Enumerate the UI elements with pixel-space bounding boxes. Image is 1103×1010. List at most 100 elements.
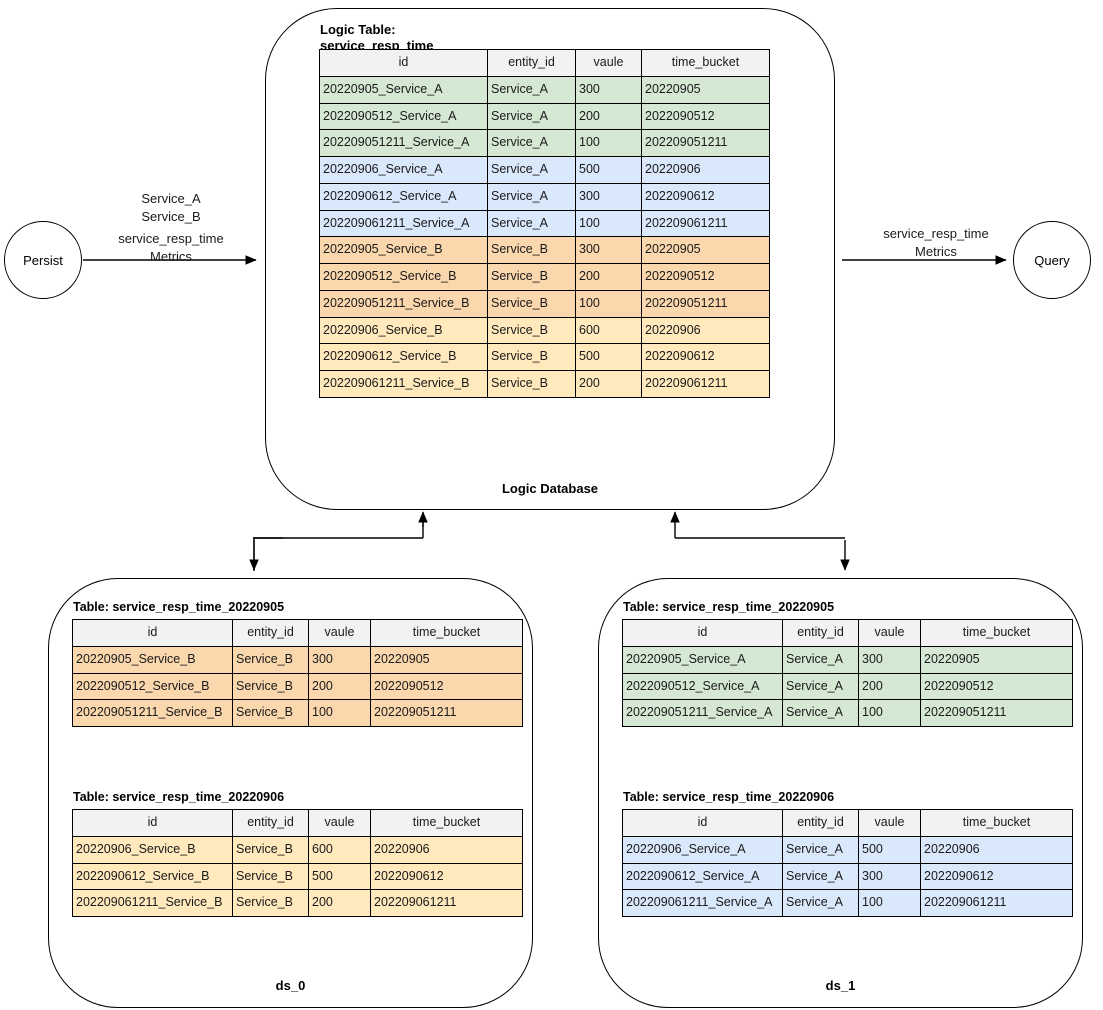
cell-entity-id: Service_B [487,236,576,264]
col-header-id: id [319,49,488,77]
cell-id: 202209051211_Service_B [72,699,233,727]
cell-id: 2022090612_Service_B [72,862,233,891]
cell-vaule: 200 [575,370,642,398]
cell-time-bucket: 2022090612 [370,862,523,891]
cell-vaule: 300 [308,645,371,674]
cell-entity-id: Service_B [232,889,309,917]
cell-time-bucket: 2022090612 [641,182,770,211]
cell-entity-id: Service_A [487,102,576,131]
query-metric-label: service_resp_time Metrics [883,226,989,259]
cell-id: 202209061211_Service_A [622,889,783,917]
cell-entity-id: Service_A [782,672,859,701]
cell-entity-id: Service_A [487,182,576,211]
ds0-table-20220906: id entity_id vaule time_bucket 20220906_… [72,809,523,917]
cell-time-bucket: 20220905 [641,75,770,104]
logic-table-wrapper: id entity_id vaule time_bucket 20220905_… [319,49,770,398]
col-header-time-bucket: time_bucket [920,809,1073,837]
cell-vaule: 500 [858,835,921,864]
col-header-entity-id: entity_id [487,49,576,77]
cell-time-bucket: 20220905 [370,645,523,674]
cell-time-bucket: 2022090612 [641,343,770,371]
col-header-id: id [622,619,783,647]
cell-vaule: 200 [858,672,921,701]
cell-time-bucket: 2022090512 [370,672,523,701]
persist-node[interactable]: Persist [4,221,82,299]
cell-entity-id: Service_B [232,862,309,891]
persist-metric-label: service_resp_time Metrics [118,231,224,264]
cell-vaule: 300 [858,645,921,674]
cell-entity-id: Service_A [487,156,576,184]
cell-entity-id: Service_B [487,370,576,398]
cell-entity-id: Service_B [487,343,576,371]
cell-time-bucket: 20220906 [920,835,1073,864]
col-header-time-bucket: time_bucket [370,619,523,647]
cell-time-bucket: 202209051211 [641,289,770,318]
cell-vaule: 200 [575,263,642,291]
cell-id: 20220905_Service_B [72,645,233,674]
ds1-table-20220906: id entity_id vaule time_bucket 20220906_… [622,809,1073,917]
cell-entity-id: Service_B [487,263,576,291]
cell-id: 2022090612_Service_B [319,343,488,371]
logic-database-caption: Logic Database [501,481,599,496]
ds1-table1-wrapper: id entity_id vaule time_bucket 20220906_… [622,809,1073,917]
cell-id: 20220905_Service_B [319,236,488,264]
cell-time-bucket: 20220905 [920,645,1073,674]
ds0-table1-wrapper: id entity_id vaule time_bucket 20220906_… [72,809,523,917]
datasource-ds0-container: Table: service_resp_time_20220905 id ent… [48,578,533,1008]
cell-id: 2022090512_Service_B [319,263,488,291]
cell-vaule: 300 [575,236,642,264]
cell-id: 2022090612_Service_A [319,182,488,211]
persist-entities-label: Service_A Service_B [141,191,201,224]
cell-vaule: 100 [308,699,371,727]
cell-entity-id: Service_B [232,699,309,727]
ds0-table-20220905: id entity_id vaule time_bucket 20220905_… [72,619,523,727]
col-header-time-bucket: time_bucket [641,49,770,77]
edge-logicdb-to-ds0 [249,511,428,571]
cell-time-bucket: 202209051211 [641,129,770,157]
col-header-id: id [72,619,233,647]
cell-entity-id: Service_A [487,129,576,157]
cell-time-bucket: 202209061211 [920,889,1073,917]
cell-entity-id: Service_B [232,835,309,864]
query-node[interactable]: Query [1013,221,1091,299]
col-header-time-bucket: time_bucket [920,619,1073,647]
cell-time-bucket: 2022090612 [920,862,1073,891]
col-header-id: id [622,809,783,837]
cell-time-bucket: 202209061211 [370,889,523,917]
cell-time-bucket: 202209051211 [920,699,1073,727]
col-header-vaule: vaule [858,619,921,647]
query-node-label: Query [1034,252,1070,268]
cell-id: 2022090512_Service_B [72,672,233,701]
ds0-table0-wrapper: id entity_id vaule time_bucket 20220905_… [72,619,523,727]
cell-entity-id: Service_A [782,699,859,727]
table-header-row: id entity_id vaule time_bucket [72,809,523,837]
cell-id: 202209061211_Service_A [319,209,488,238]
cell-vaule: 300 [858,862,921,891]
cell-entity-id: Service_A [487,209,576,238]
col-header-vaule: vaule [308,809,371,837]
edge-logicdb-to-ds1 [670,511,850,571]
ds0-caption: ds_0 [275,978,306,993]
ds1-caption: ds_1 [825,978,856,993]
cell-entity-id: Service_B [487,316,576,345]
ds0-table1-title: Table: service_resp_time_20220906 [73,790,285,804]
cell-vaule: 100 [575,289,642,318]
cell-id: 202209061211_Service_B [319,370,488,398]
cell-time-bucket: 20220906 [641,156,770,184]
cell-vaule: 600 [308,835,371,864]
cell-id: 202209051211_Service_B [319,289,488,318]
